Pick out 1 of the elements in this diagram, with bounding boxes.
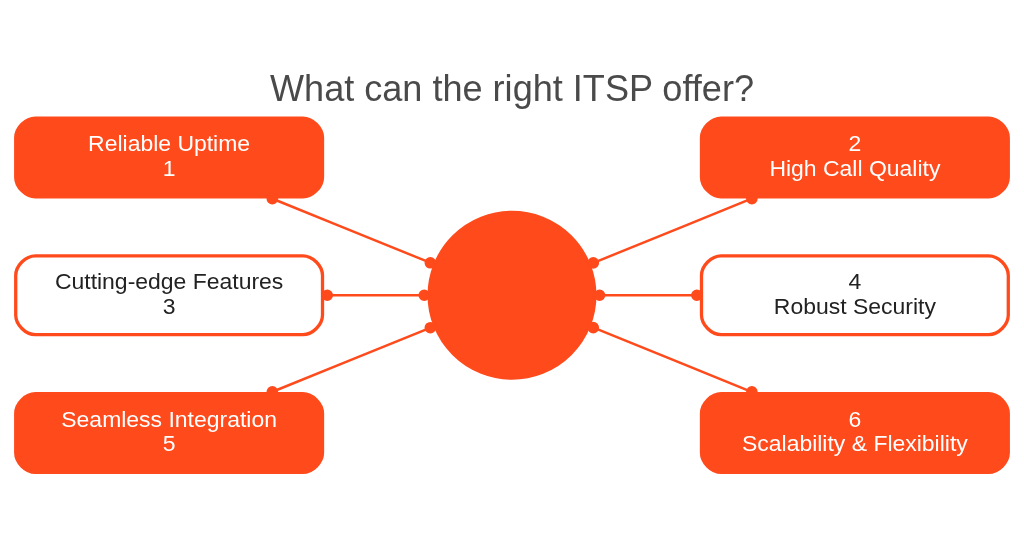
diagram-title: What can the right ITSP offer? [270,68,754,109]
